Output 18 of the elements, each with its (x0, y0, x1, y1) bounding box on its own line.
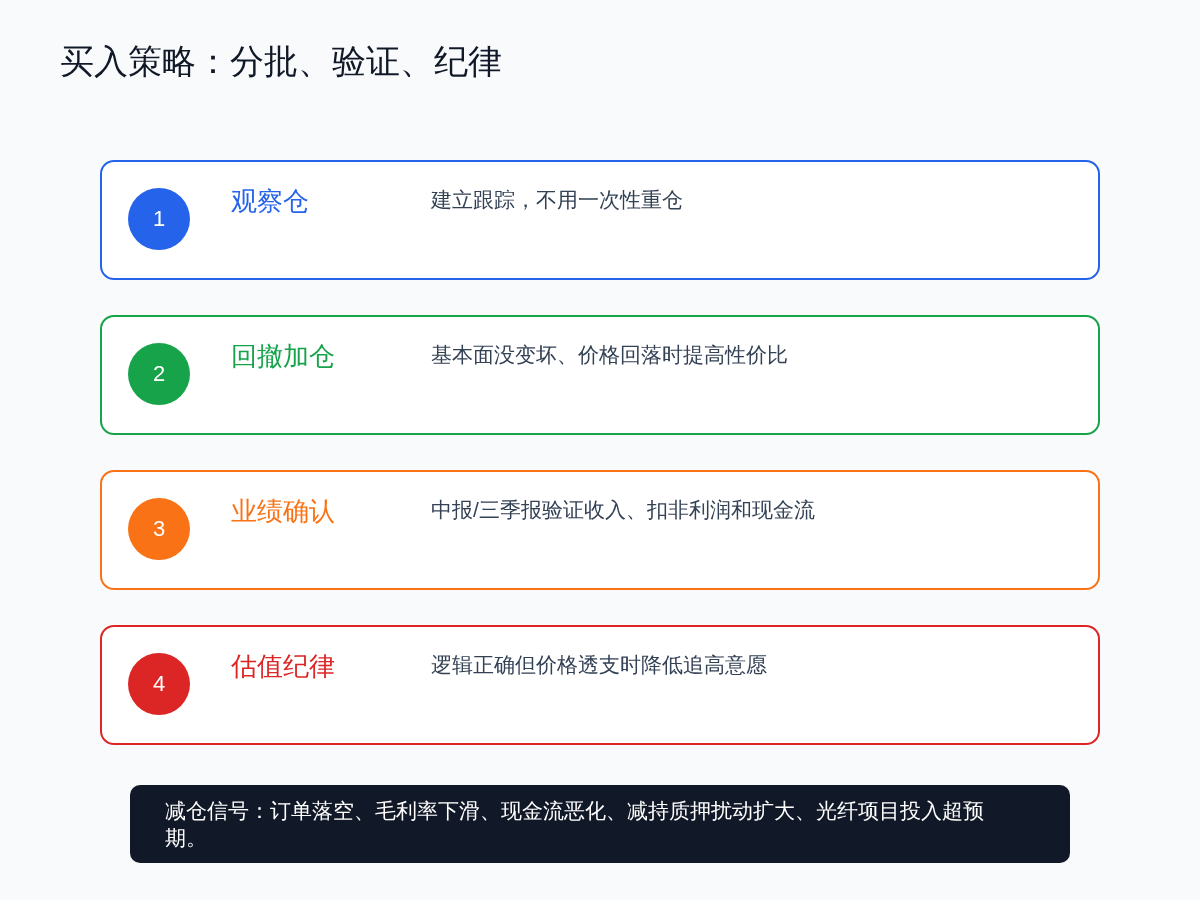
step-card (100, 160, 1100, 280)
step-heading: 回撤加仓 (231, 340, 335, 373)
step-number-circle: 3 (128, 498, 190, 560)
step-card (100, 470, 1100, 590)
step-description: 中报/三季报验证收入、扣非利润和现金流 (431, 497, 815, 523)
step-description: 逻辑正确但价格透支时降低追高意愿 (431, 652, 767, 678)
step-description: 基本面没变坏、价格回落时提高性价比 (431, 342, 788, 368)
signal-banner: 减仓信号：订单落空、毛利率下滑、现金流恶化、减持质押扰动扩大、光纤项目投入超预期。 (130, 785, 1070, 863)
page-title: 买入策略：分批、验证、纪律 (60, 41, 502, 82)
step-number-circle: 2 (128, 343, 190, 405)
step-heading: 估值纪律 (231, 650, 335, 683)
step-description: 建立跟踪，不用一次性重仓 (431, 187, 683, 213)
step-number-circle: 1 (128, 188, 190, 250)
step-number-circle: 4 (128, 653, 190, 715)
step-card (100, 315, 1100, 435)
step-heading: 观察仓 (231, 185, 309, 218)
step-heading: 业绩确认 (231, 495, 335, 528)
step-card (100, 625, 1100, 745)
